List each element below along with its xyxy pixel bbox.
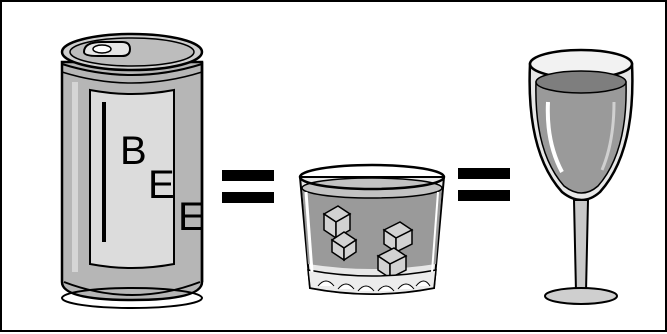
can-letter-b: B [120, 129, 147, 173]
can-letter-e-cut: E [178, 195, 205, 239]
beer-can-icon: B E E [62, 34, 224, 308]
equals-icon [458, 168, 510, 201]
equals-icon [222, 170, 274, 203]
whisky-glass-icon [300, 165, 444, 294]
can-letter-e: E [148, 163, 175, 207]
wine-glass-icon [530, 50, 633, 304]
